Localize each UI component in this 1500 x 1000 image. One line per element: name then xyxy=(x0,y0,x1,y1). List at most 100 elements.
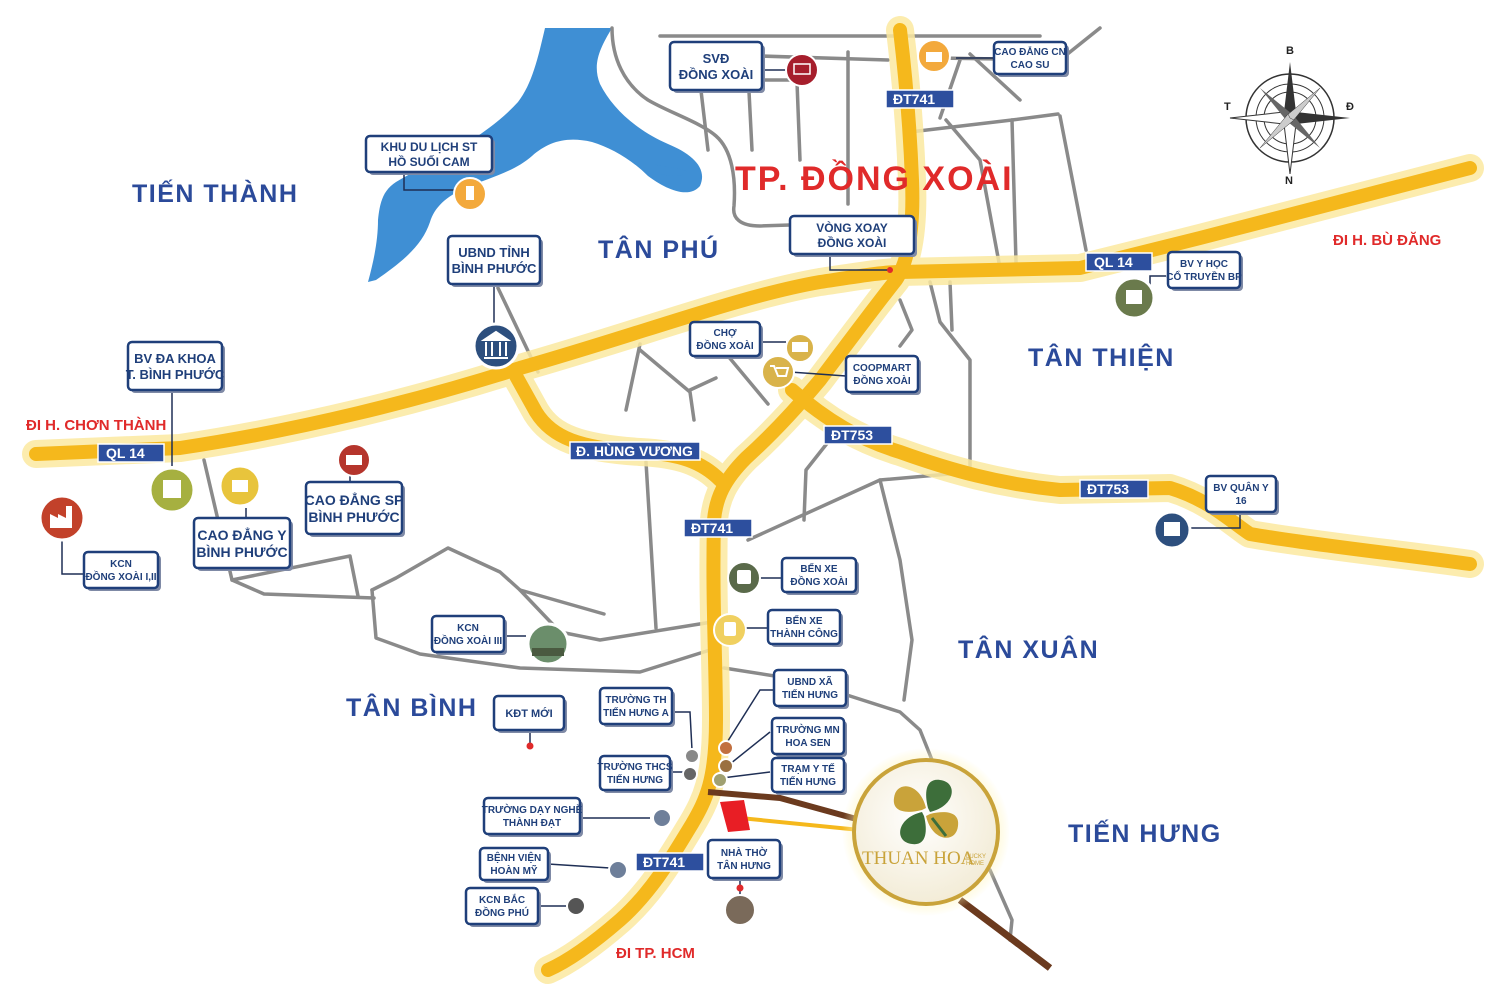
area-tan-thien: TÂN THIỆN xyxy=(1028,342,1175,372)
poi-label-line: CHỢ xyxy=(714,328,737,339)
school-dot-th xyxy=(684,748,700,764)
hospital-icon-bv-da-khoa xyxy=(148,466,196,514)
college-icon-y xyxy=(218,464,262,508)
project-road-yellow xyxy=(739,816,861,832)
poi-label-line: TRƯỜNG THCS xyxy=(597,760,672,773)
poi-label-line: BÌNH PHƯỚC xyxy=(452,261,537,276)
poi-label-line: ĐỒNG XOÀI I,II xyxy=(85,570,156,583)
poi-label-line: CAO SU xyxy=(1011,60,1050,71)
poi-label-line: BV QUÂN Y xyxy=(1213,481,1269,494)
thuan-hoa-logo: THUAN HOA LUCKY HOME xyxy=(842,748,1010,916)
poi-label-line: ĐỒNG XOÀI xyxy=(696,339,753,352)
vocational-school-dot xyxy=(652,808,672,828)
poi-bv-quan-y: BV QUÂN Y 16 xyxy=(1204,474,1279,515)
ubnd-xa-dot xyxy=(718,740,734,756)
poi-label-line: ĐỒNG XOÀI xyxy=(679,67,753,82)
poi-label-line: ĐỒNG XOÀI xyxy=(853,374,910,387)
poi-label-line: BÌNH PHƯỚC xyxy=(196,543,287,560)
svg-text:ĐT741: ĐT741 xyxy=(691,520,733,536)
direction-hcm: ĐI TP. HCM xyxy=(616,945,695,962)
area-tien-hung: TIẾN HƯNG xyxy=(1068,819,1222,848)
route-dt753-east: ĐT753 xyxy=(1079,479,1149,499)
poi-label-line: TÂN HƯNG xyxy=(717,859,771,872)
compass-west: T xyxy=(1224,101,1231,113)
route-hung-vuong: Đ. HÙNG VƯƠNG xyxy=(569,441,701,461)
poi-label-line: VÒNG XOAY xyxy=(816,220,888,235)
hospital-icon-bv-y-hoc xyxy=(1112,276,1156,320)
minor-roads xyxy=(202,26,1102,942)
poi-label-line: BẾN XE xyxy=(785,614,823,627)
poi-label-line: TRƯỜNG DẠY NGHỀ xyxy=(482,803,583,816)
school-dot-mn xyxy=(718,758,734,774)
kdt-moi-marker xyxy=(526,742,534,750)
church-photo-icon xyxy=(724,894,756,926)
city-title: TP. ĐỒNG XOÀI xyxy=(735,160,1014,198)
svg-text:ĐT753: ĐT753 xyxy=(831,427,873,443)
poi-label-line: CAO ĐẲNG SP xyxy=(305,491,404,508)
compass-rose-icon: B N T Đ xyxy=(1224,45,1354,187)
svg-text:Đ. HÙNG VƯƠNG: Đ. HÙNG VƯƠNG xyxy=(576,442,693,459)
project-road xyxy=(707,789,861,823)
svg-text:ĐT753: ĐT753 xyxy=(1087,481,1129,497)
poi-label-line: BV ĐA KHOA xyxy=(134,351,216,366)
clinic-dot xyxy=(712,772,728,788)
shopping-cart-icon xyxy=(761,355,795,389)
project-road-2 xyxy=(957,897,1053,971)
poi-label-line: THÀNH CÔNG xyxy=(770,627,838,640)
brand-name: THUAN HOA xyxy=(862,848,975,869)
church-marker xyxy=(736,884,744,892)
project-site xyxy=(720,800,750,832)
poi-label-line: BV Y HỌC xyxy=(1180,259,1228,270)
route-dt741-top: ĐT741 xyxy=(885,89,955,109)
route-dt741-south: ĐT741 xyxy=(635,852,705,872)
poi-label-line: TIẾN HƯNG A xyxy=(603,706,669,719)
poi-label-line: TIẾN HƯNG xyxy=(780,775,836,788)
industrial-park-photo-icon xyxy=(526,622,570,666)
stadium-icon xyxy=(785,53,819,87)
poi-label-line: KHU DU LỊCH ST xyxy=(381,140,478,154)
poi-label-line: BÌNH PHƯỚC xyxy=(308,508,399,525)
bus-station-icon-tc xyxy=(713,613,747,647)
poi-label-line: T. BÌNH PHƯỚC xyxy=(126,367,225,382)
poi-label-line: KCN BẮC xyxy=(479,893,525,906)
kcn-bac-dot xyxy=(566,896,586,916)
route-dt753-west: ĐT753 xyxy=(823,425,893,445)
poi-label-line: CỔ TRUYỀN BP xyxy=(1166,270,1242,283)
brand-tag-top: LUCKY xyxy=(966,854,986,860)
college-icon xyxy=(917,39,951,73)
roundabout-marker xyxy=(887,267,893,273)
poi-label-line: ĐỒNG PHÚ xyxy=(475,906,529,919)
route-dt741-mid: ĐT741 xyxy=(683,518,753,538)
poi-label-line: TRƯỜNG MN xyxy=(776,723,840,736)
poi-label-line: HOA SEN xyxy=(785,738,830,749)
poi-label-line: NHÀ THỜ xyxy=(721,846,768,859)
route-ql14-east: QL 14 xyxy=(1085,252,1153,272)
poi-label-line: BẾN XE xyxy=(800,562,838,575)
school-dot-thcs xyxy=(682,766,698,782)
poi-label-line: 16 xyxy=(1235,496,1247,507)
area-tan-binh: TÂN BÌNH xyxy=(346,692,477,722)
poi-label-line: HỒ SUỐI CAM xyxy=(388,154,469,169)
poi-label-line: ĐỒNG XOÀI xyxy=(818,235,887,250)
poi-truong-mn: TRƯỜNG MN HOA SEN xyxy=(770,716,847,757)
poi-label-line: BỆNH VIỆN xyxy=(487,851,541,864)
poi-label-line: TIẾN HƯNG xyxy=(607,773,663,786)
svg-text:QL 14: QL 14 xyxy=(1094,254,1133,270)
compass-north: B xyxy=(1286,45,1294,57)
